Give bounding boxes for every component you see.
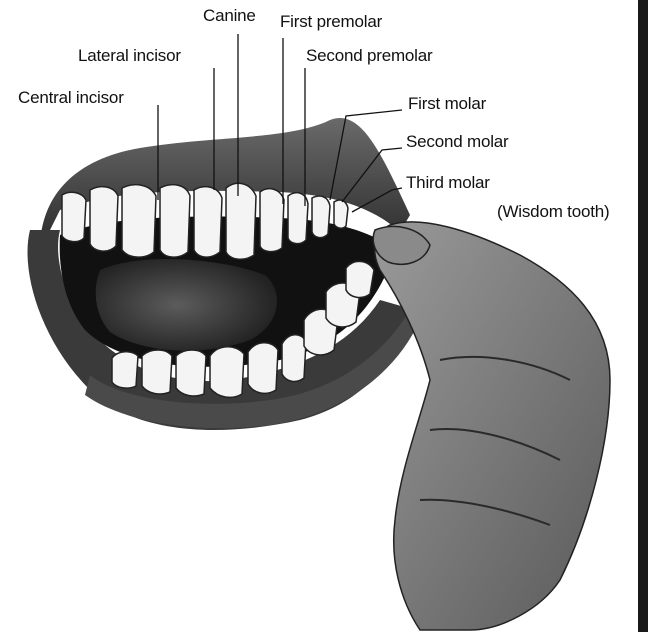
label-canine: Canine	[203, 6, 256, 26]
label-lateral-incisor: Lateral incisor	[78, 46, 181, 66]
hand	[375, 222, 610, 630]
label-third-molar: Third molar	[406, 173, 490, 193]
label-first-premolar: First premolar	[280, 12, 382, 32]
right-border	[638, 0, 648, 632]
label-second-premolar: Second premolar	[306, 46, 432, 66]
label-central-incisor: Central incisor	[18, 88, 124, 108]
label-second-molar: Second molar	[406, 132, 509, 152]
tongue	[96, 259, 277, 351]
label-wisdom-tooth: (Wisdom tooth)	[497, 202, 609, 222]
label-first-molar: First molar	[408, 94, 486, 114]
